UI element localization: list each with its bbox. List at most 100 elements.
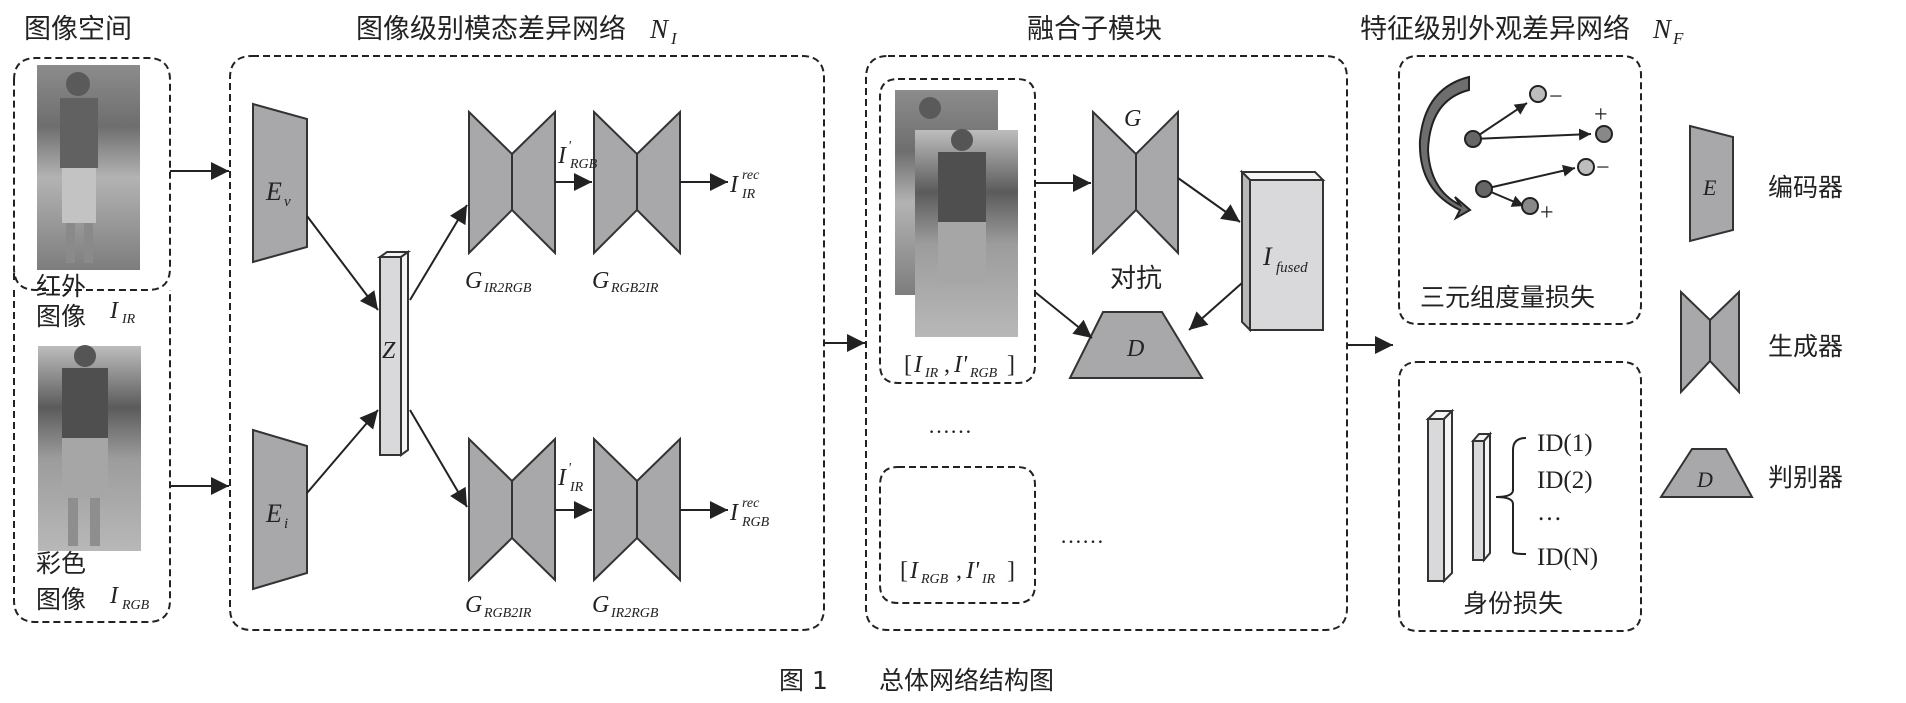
svg-text:I: I: [729, 172, 739, 198]
generator-rgb2ir-bottom: [468, 436, 556, 583]
positive-point-1: [1595, 125, 1613, 143]
svg-text:编码器: 编码器: [1768, 173, 1843, 202]
svg-text:IR2RGB: IR2RGB: [483, 281, 532, 296]
legend-discriminator-icon: [1659, 448, 1754, 498]
latent-z: Z: [376, 250, 412, 457]
svg-text:特征级别外观差异网络: 特征级别外观差异网络: [1360, 14, 1630, 45]
encoder-ev-label: E v: [265, 177, 291, 210]
reconstruction-rgb: I rec RGB: [729, 496, 770, 530]
color-image: [38, 345, 141, 551]
image-level-title: 图像级别模态差异网络 N I: [356, 14, 678, 48]
figure-caption: 图 1 总体网络结构图: [779, 666, 1054, 695]
svg-text:E: E: [1702, 175, 1717, 200]
svg-text:IR: IR: [121, 312, 136, 327]
arrow-ei-to-z: [306, 409, 379, 494]
fusion-pair2-label: [ I RGB , I' IR ]: [900, 558, 1015, 587]
svg-text:N: N: [649, 14, 670, 44]
legend-discriminator: D 判别器: [1659, 448, 1843, 498]
svg-text:生成器: 生成器: [1768, 332, 1843, 361]
svg-text:I: I: [729, 500, 739, 526]
feature-bar-small: [1470, 431, 1493, 563]
fusion-pair1-label: [ I IR , I' RGB ]: [904, 352, 1015, 381]
legend-generator-icon: [1680, 289, 1740, 395]
arrow-ev-to-z: [306, 215, 379, 311]
svg-text:RGB: RGB: [920, 572, 949, 587]
arrow-fused-to-d: [1188, 282, 1243, 331]
fusion-discriminator: [1068, 311, 1204, 379]
positive-point-2: [1521, 197, 1539, 215]
fusion-discriminator-label: D: [1126, 336, 1144, 362]
svg-text:RGB2IR: RGB2IR: [610, 281, 659, 296]
generator-rgb2ir-bottom-label: G RGB2IR: [465, 592, 532, 621]
legend-encoder: E 编码器: [1689, 124, 1843, 243]
svg-text:I: I: [670, 29, 678, 48]
triplet-loss-panel: [1398, 55, 1642, 325]
ir-label-line1: 红外: [36, 272, 86, 301]
generator-rgb2ir-top-label: G RGB2IR: [592, 268, 659, 296]
svg-text:RGB: RGB: [969, 366, 998, 381]
svg-text:rec: rec: [742, 168, 760, 183]
svg-text:I: I: [557, 143, 567, 169]
adversarial-label: 对抗: [1110, 264, 1162, 294]
svg-text:]: ]: [1007, 352, 1015, 378]
svg-text:[: [: [900, 558, 908, 584]
anchor-point-2: [1475, 180, 1493, 198]
fusion-pair2-box: [879, 466, 1036, 604]
sign-positive-1: +: [1594, 102, 1608, 128]
fusion-generator: [1092, 109, 1179, 256]
encoder-ei-label: E i: [265, 499, 288, 532]
arrow-g-to-fused: [1177, 177, 1241, 223]
svg-text:rec: rec: [742, 496, 760, 511]
triplet-diagram: − + − +: [1418, 75, 1613, 226]
fused-feature-block: I fused: [1239, 169, 1326, 333]
svg-text:': ': [568, 139, 572, 154]
generator-rgb2ir-top: [593, 109, 681, 256]
brace-icon: [1495, 437, 1527, 555]
svg-text:E: E: [265, 499, 282, 528]
ir-symbol: I IR: [109, 298, 136, 327]
svg-text:v: v: [284, 194, 291, 210]
fusion-panel: [865, 55, 1348, 631]
svg-text:I: I: [1262, 242, 1273, 271]
encoder-ev: [252, 102, 308, 264]
arrow-z-to-gtop: [409, 204, 468, 301]
svg-text:[: [: [904, 352, 912, 378]
fusion-generator-label: G: [1124, 106, 1141, 132]
svg-text:IR: IR: [924, 366, 939, 381]
svg-text:D: D: [1696, 467, 1713, 492]
svg-text:图 1: 图 1: [779, 666, 828, 695]
legend-generator: 生成器: [1680, 289, 1843, 395]
intermediate-i-ir-prime: I ' IR: [557, 461, 584, 495]
svg-text:fused: fused: [1276, 260, 1308, 276]
fusion-title: 融合子模块: [1027, 14, 1162, 45]
id-label-1: ID(1): [1537, 430, 1593, 457]
svg-text:I: I: [109, 298, 119, 324]
svg-text:G: G: [465, 592, 482, 618]
svg-text:IR: IR: [569, 480, 584, 495]
feature-bar-large: [1425, 408, 1455, 584]
svg-text:i: i: [284, 516, 288, 532]
svg-text:E: E: [265, 177, 282, 206]
arrow-z-to-gbottom: [409, 409, 468, 508]
fusion-ellipsis-vertical: ……: [928, 413, 972, 438]
svg-text:,: ,: [944, 352, 950, 378]
svg-text:RGB2IR: RGB2IR: [483, 606, 532, 621]
generator-ir2rgb-bottom-label: G IR2RGB: [592, 592, 659, 621]
arrow-pair-to-d: [1034, 291, 1093, 339]
sign-negative-1: −: [1549, 84, 1563, 110]
negative-point-1: [1529, 85, 1547, 103]
svg-text:G: G: [465, 268, 482, 294]
encoder-ei: [252, 428, 308, 591]
svg-text:I: I: [909, 558, 919, 584]
fusion-ellipsis-horizontal: ……: [1060, 523, 1104, 548]
id-label-ellipsis: …: [1537, 499, 1562, 526]
svg-text:判别器: 判别器: [1768, 463, 1843, 492]
legend-encoder-icon: [1689, 124, 1734, 243]
identity-loss-panel: [1398, 361, 1642, 632]
id-label-n: ID(N): [1537, 544, 1598, 571]
ir-label-line2: 图像: [36, 302, 86, 331]
svg-text:,: ,: [956, 558, 962, 584]
curved-arrow-icon: [1418, 75, 1472, 221]
sign-positive-2: +: [1540, 200, 1554, 226]
